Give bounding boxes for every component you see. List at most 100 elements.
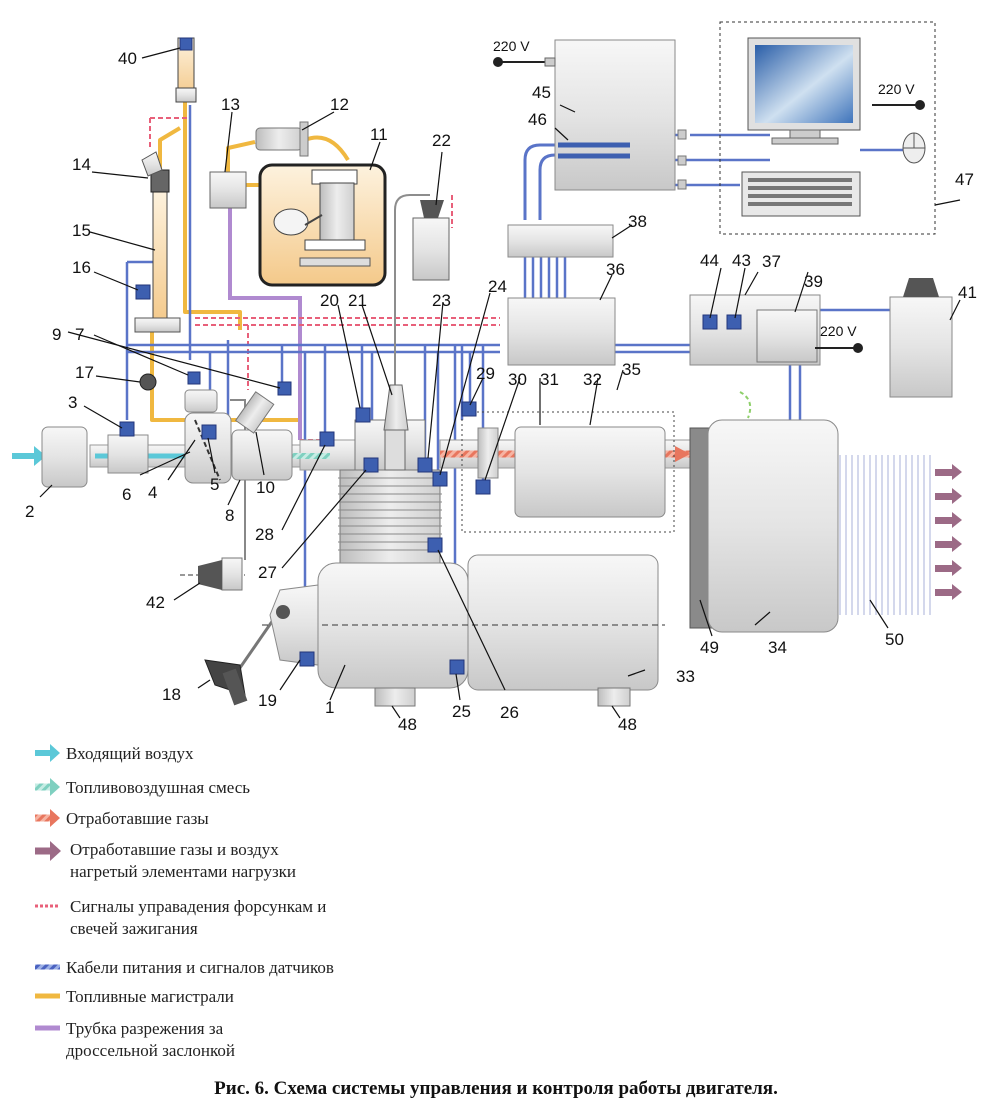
lambda-probe-22 xyxy=(412,200,450,281)
flange-30 xyxy=(477,427,499,479)
callout-12: 12 xyxy=(330,95,349,114)
engine-cylinder xyxy=(338,384,442,571)
vacuum-tube xyxy=(228,205,302,440)
legend-item-mixture: Топливовоздушная смесь xyxy=(35,778,250,797)
callout-26: 26 xyxy=(500,703,519,722)
callout-2: 2 xyxy=(25,502,34,521)
callout-28: 28 xyxy=(255,525,274,544)
callout-8: 8 xyxy=(225,506,234,525)
legend-label: Сигналы управадения форсункам и xyxy=(70,897,326,916)
callout-50: 50 xyxy=(885,630,904,649)
callout-leaders xyxy=(39,47,961,719)
callout-10: 10 xyxy=(256,478,275,497)
device-41 xyxy=(889,278,953,398)
callout-11: 11 xyxy=(370,125,388,144)
callout-45: 45 xyxy=(532,83,551,102)
legend-item-vacuum-tube: Трубка разрежения за дроссельной заслонк… xyxy=(35,1019,235,1060)
callout-37: 37 xyxy=(762,252,781,271)
callout-17: 17 xyxy=(75,363,94,382)
callout-1: 1 xyxy=(325,698,334,717)
legend-label-line2: дроссельной заслонкой xyxy=(66,1041,235,1060)
ecu-36 xyxy=(507,297,616,366)
callout-48a: 48 xyxy=(398,715,417,734)
legend-label: Отработавшие газы и воздух xyxy=(70,840,279,859)
callout-35: 35 xyxy=(622,360,641,379)
intake-receiver xyxy=(231,429,293,481)
callout-25: 25 xyxy=(452,702,471,721)
callout-31: 31 xyxy=(540,370,559,389)
callout-23: 23 xyxy=(432,291,451,310)
callout-labels: 1 2 3 4 5 6 7 8 9 10 11 12 13 14 15 16 1… xyxy=(25,49,977,734)
callout-14: 14 xyxy=(72,155,91,174)
callout-16: 16 xyxy=(72,258,91,277)
air-filter xyxy=(41,426,88,488)
callout-13: 13 xyxy=(221,95,240,114)
fuel-pressure-regulator xyxy=(209,171,247,209)
callout-30: 30 xyxy=(508,370,527,389)
throttle-body xyxy=(184,412,232,484)
callout-46: 46 xyxy=(528,110,547,129)
mouse-icon xyxy=(902,132,926,164)
legend-label-line2: нагретый элементами нагрузки xyxy=(70,862,296,881)
engine-body xyxy=(262,554,665,707)
legend-label-line2: свечей зажигания xyxy=(70,919,198,938)
callout-43: 43 xyxy=(732,251,751,270)
legend-item-control-signals: Сигналы управадения форсункам и свечей з… xyxy=(35,897,326,938)
throttle-sensor-housing xyxy=(184,389,218,413)
callout-29: 29 xyxy=(476,364,495,383)
monitor-icon xyxy=(747,37,861,145)
callout-15: 15 xyxy=(72,221,91,240)
fuel-filter-12 xyxy=(255,121,309,157)
flow-column xyxy=(134,151,181,333)
legend-item-fuel-lines: Топливные магистрали xyxy=(35,987,234,1006)
callout-48b: 48 xyxy=(618,715,637,734)
power-plug-45: 220 V xyxy=(493,38,556,67)
keyboard-icon xyxy=(741,171,861,217)
load-unit-34 xyxy=(689,391,839,633)
callout-6: 6 xyxy=(122,485,131,504)
legend-label: Трубка разрежения за xyxy=(66,1019,224,1038)
callout-39: 39 xyxy=(804,272,823,291)
callout-38: 38 xyxy=(628,212,647,231)
intake-air-arrow xyxy=(12,446,46,466)
callout-24: 24 xyxy=(488,277,507,296)
callout-33: 33 xyxy=(676,667,695,686)
callout-18: 18 xyxy=(162,685,181,704)
callout-7: 7 xyxy=(75,325,84,344)
legend-label: Входящий воздух xyxy=(66,744,194,763)
callout-47: 47 xyxy=(955,170,974,189)
legend: Входящий воздух Топливовоздушная смесь О… xyxy=(35,744,334,1060)
legend-item-intake-air: Входящий воздух xyxy=(35,744,194,763)
interface-45 xyxy=(554,39,676,191)
sensor-18 xyxy=(204,659,248,706)
callout-19: 19 xyxy=(258,691,277,710)
callout-20: 20 xyxy=(320,291,339,310)
callout-9: 9 xyxy=(52,325,61,344)
callout-22: 22 xyxy=(432,131,451,150)
damper-rod xyxy=(230,399,246,560)
catalyst-31 xyxy=(514,426,666,518)
legend-item-exhaust: Отработавшие газы xyxy=(35,809,209,828)
sensors xyxy=(119,37,742,675)
exhaust-arrow xyxy=(675,446,690,462)
idle-valve xyxy=(234,391,275,434)
callout-36: 36 xyxy=(606,260,625,279)
figure-caption: Рис. 6. Схема системы управления и контр… xyxy=(214,1078,778,1099)
burette-40 xyxy=(175,37,197,103)
legend-label: Топливовоздушная смесь xyxy=(66,778,250,797)
sensor-42 xyxy=(180,557,245,591)
legend-item-heated-exhaust: Отработавшие газы и воздух нагретый элем… xyxy=(35,840,296,881)
heating-elements-50 xyxy=(839,455,931,615)
callout-44: 44 xyxy=(700,251,719,270)
callout-40: 40 xyxy=(118,49,137,68)
air-flow-meter xyxy=(107,434,149,474)
heated-exhaust-arrows xyxy=(935,464,962,600)
voltage-label-45: 220 V xyxy=(493,38,530,54)
legend-item-cables: Кабели питания и сигналов датчиков xyxy=(35,958,334,977)
voltage-label-monitor: 220 V xyxy=(878,81,915,97)
callout-42: 42 xyxy=(146,593,165,612)
connector-38 xyxy=(507,224,614,258)
fuel-tank xyxy=(258,163,387,287)
callout-34: 34 xyxy=(768,638,787,657)
